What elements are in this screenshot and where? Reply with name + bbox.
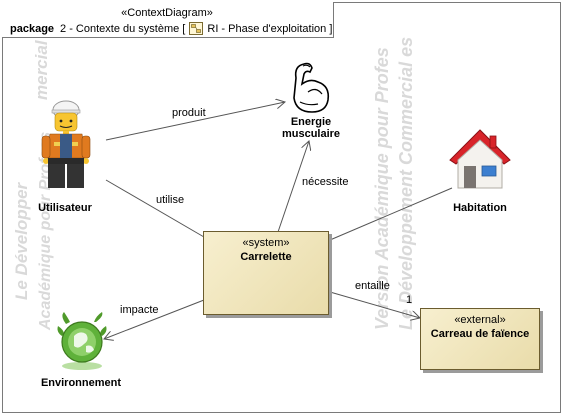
label-multiplicity: 1: [406, 294, 413, 306]
worker-icon[interactable]: [40, 98, 92, 190]
carrelette-stereotype: «system»: [242, 237, 290, 249]
label-utilise: utilise: [156, 194, 185, 206]
node-energie[interactable]: Energie musculaire: [270, 116, 352, 140]
link-entaille[interactable]: [329, 291, 420, 318]
node-habitation[interactable]: Habitation: [453, 202, 507, 214]
carreau-stereotype: «external»: [454, 314, 506, 326]
earth-icon[interactable]: [56, 310, 108, 372]
link-necessite[interactable]: [277, 141, 309, 233]
link-impacte[interactable]: [104, 299, 205, 339]
package-title: package 2 - Contexte du système [ RI - Pha…: [10, 22, 332, 35]
link-habitation[interactable]: [329, 187, 453, 241]
node-utilisateur[interactable]: Utilisateur: [38, 202, 92, 214]
link-utilise[interactable]: [105, 179, 205, 238]
package-header: «ContextDiagram» package 2 - Contexte du …: [2, 2, 334, 38]
package-keyword: package: [10, 23, 55, 35]
house-icon[interactable]: [446, 126, 514, 192]
package-title-prefix: 2 - Contexte du système [: [60, 23, 186, 35]
label-produit: produit: [172, 107, 206, 119]
energie-line2: musculaire: [281, 128, 341, 140]
label-entaille: entaille: [355, 280, 390, 292]
package-title-suffix: RI - Phase d'exploitation ]: [207, 23, 333, 35]
muscle-icon[interactable]: [288, 58, 334, 116]
block-carreau[interactable]: «external» Carreau de faïence: [420, 308, 540, 370]
label-necessite: nécessite: [302, 176, 349, 188]
package-stereotype: «ContextDiagram»: [121, 7, 213, 19]
carreau-name: Carreau de faïence: [430, 328, 530, 340]
energie-line1: Energie: [290, 116, 332, 128]
diagram-icon: [189, 22, 204, 35]
node-environnement[interactable]: Environnement: [40, 377, 122, 389]
carrelette-name: Carrelette: [240, 251, 292, 263]
link-produit[interactable]: [105, 102, 285, 141]
block-carrelette[interactable]: «system» Carrelette: [203, 231, 329, 315]
label-impacte: impacte: [120, 304, 159, 316]
